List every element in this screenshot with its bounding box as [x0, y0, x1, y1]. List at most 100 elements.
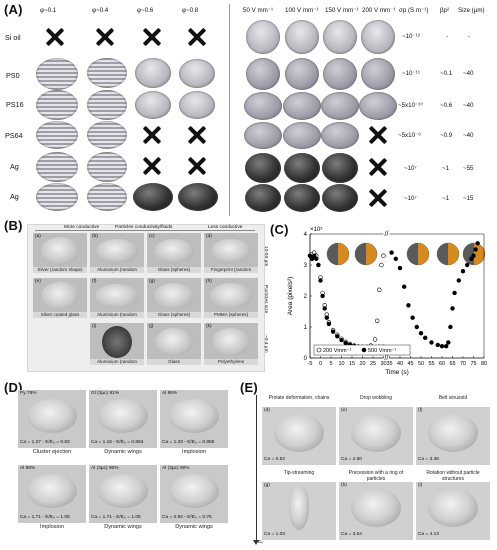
image-cell: (d)Ca = 0.52 [262, 407, 336, 465]
droplet-image [428, 414, 478, 452]
image-cell: Al (3µc) 90%Ca = 1.71 - E/E₀ = 1.05 [89, 465, 157, 523]
image-cell: Al (3µc) 90% Ca = 0.92 - E/E₀ = 0.76 [160, 465, 228, 523]
point-open [379, 262, 384, 268]
point-filled [322, 306, 327, 311]
droplet-image [179, 91, 215, 119]
droplet-image [169, 399, 219, 433]
legend-label: 500 Vmm⁻¹ [368, 348, 396, 354]
point-filled [393, 256, 399, 261]
point-filled [339, 337, 344, 343]
droplet-half-icon [327, 243, 338, 265]
image-cell: (f)Ca = 3.36 [416, 407, 490, 465]
image-cell: Silver coated glass (spheres)(e) [33, 278, 87, 318]
droplet-image [135, 58, 171, 88]
cell-tag: Py 78% [20, 391, 37, 396]
cross-icon [188, 28, 206, 46]
cell-letter: (f) [92, 279, 97, 284]
cell-caption: Cluster ejection [32, 449, 72, 455]
point-filled [320, 293, 325, 299]
droplet-image [36, 183, 78, 211]
x-tick-label: 45 [407, 361, 413, 367]
field-header: 50 V mm⁻¹ [243, 7, 274, 14]
droplet-image [27, 399, 77, 433]
droplet-image [27, 474, 77, 508]
point-open [381, 253, 386, 258]
droplet-half-icon [437, 243, 448, 265]
cell-caption: Dynamic wings [104, 449, 142, 455]
droplet-image [359, 92, 397, 120]
image-cell: Aluminium (random shape)(i) [90, 323, 144, 365]
image-cell: Al 86%Ca = 1.33 - E/E₀ = 0.855 [160, 390, 228, 448]
x-tick-label: 75 [470, 361, 476, 367]
point-filled [330, 329, 336, 334]
image-cell: Glass (spheres)(c) [147, 233, 201, 273]
cell-ca: Ca = 1.71 - E/E₀ = 1.05 [91, 515, 141, 521]
cell-caption: Glass (spheres) [147, 312, 201, 318]
cell-ca: Ca = 1.27 - E/E₀ = 0.83 [20, 440, 70, 446]
row-label: PS16 [6, 100, 24, 109]
side-label: Particles size [262, 285, 268, 314]
x-tick-label: 70 [460, 361, 466, 367]
cell-ca: Ca = 1.16 - E/E₀ = 0.894 [91, 440, 144, 446]
droplet-image [283, 92, 321, 120]
image-cell: Polyethylene (k) [204, 323, 258, 365]
point-filled [471, 253, 476, 258]
droplet-half-icon [407, 243, 418, 265]
droplet-image [289, 486, 309, 530]
droplet-image [245, 184, 281, 212]
x-tick-label: 15 [349, 361, 355, 367]
droplet-image [322, 184, 358, 212]
x-tick-label: 65 [449, 361, 455, 367]
point-filled [435, 342, 441, 348]
cell-letter: (k) [206, 324, 212, 329]
point-filled [414, 324, 420, 330]
image-cell: PMMA (spheres)(h) [204, 278, 258, 318]
cell-tag: Al (3µc) 90% [162, 466, 190, 471]
point-filled [389, 250, 394, 255]
cell-caption: Aluminium (random shape) [90, 312, 144, 318]
divider [229, 4, 230, 216]
point-filled [307, 253, 313, 258]
point-filled [418, 330, 424, 336]
beta-value: ~0.6 [440, 102, 453, 109]
cell-ca: Ca = 4.13 [418, 532, 439, 538]
phi-header: φ~0.1 [40, 7, 57, 14]
row-label: Si oil [5, 33, 21, 42]
image-cell: Aluminium (random shape)(b) [90, 233, 144, 273]
cross-icon [369, 126, 387, 144]
x-tick-label: 60 [439, 361, 445, 367]
cell-letter: (e) [35, 279, 41, 284]
cell-title: Tip-streaming [283, 470, 315, 476]
header-label: More conductive [64, 225, 100, 230]
panel-b-label: (B) [4, 218, 23, 233]
point-filled [423, 335, 428, 341]
droplet-image [428, 489, 478, 527]
droplet-image [285, 20, 319, 54]
x-tick-label: 55 [428, 361, 434, 367]
droplet-image [133, 183, 173, 211]
cross-icon [143, 126, 161, 144]
point-filled [314, 256, 319, 261]
droplet-image [285, 58, 319, 90]
image-cell: Gl (3µc) 91% Ca = 1.16 - E/E₀ = 0.894 [89, 390, 157, 448]
cross-icon [369, 158, 387, 176]
panel-d-label: (D) [4, 380, 23, 395]
cell-caption: Polyethylene [204, 359, 258, 365]
point-filled [402, 284, 407, 289]
droplet-image [179, 59, 215, 88]
image-cell: Py 78% Ca = 1.27 - E/E₀ = 0.83 [18, 390, 86, 448]
axis-label: E₀ [258, 540, 264, 545]
cell-tag: Gl (3µc) 91% [91, 391, 120, 396]
droplet-half-icon [355, 243, 366, 265]
cell-ca: Ca = 0.92 - E/E₀ = 0.76 [162, 515, 212, 521]
arrow-down-icon [253, 540, 259, 545]
x-tick-label: 20 [359, 361, 365, 367]
point-open [377, 287, 382, 293]
point-filled [316, 262, 321, 268]
cell-ca: Ca = 1.33 - E/E₀ = 0.855 [162, 440, 215, 446]
point-filled [311, 253, 317, 258]
cell-letter: (f) [418, 408, 423, 413]
droplet-image [246, 20, 280, 54]
point-filled [465, 262, 470, 268]
